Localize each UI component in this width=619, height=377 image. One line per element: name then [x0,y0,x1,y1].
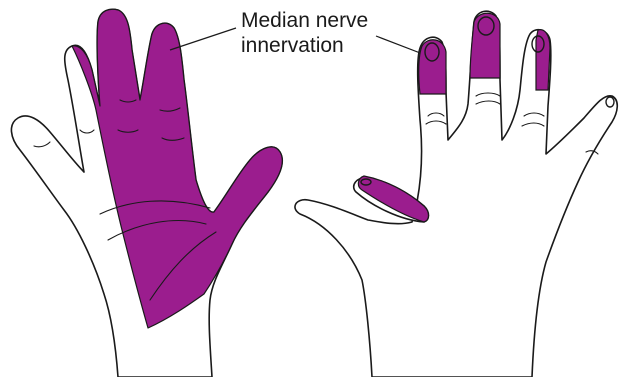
dorsum-view-hand [295,11,617,377]
dorsum-index-tip [419,40,446,94]
palm-view-hand [11,9,282,377]
callout-line-palm [170,28,236,50]
dorsum-hand-outline [295,11,617,377]
dorsum-middle-tip [470,13,500,78]
